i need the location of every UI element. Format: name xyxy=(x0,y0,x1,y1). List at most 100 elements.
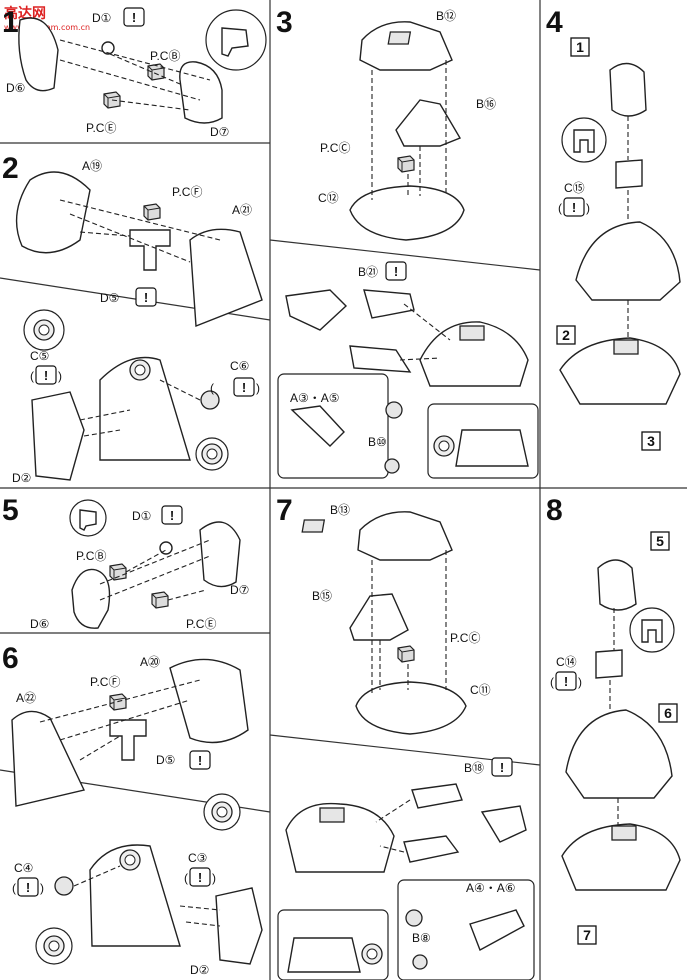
caution-icon xyxy=(161,505,183,525)
part-c11 xyxy=(355,681,467,735)
pc-c-part xyxy=(397,155,415,173)
label-b18: B⑱ xyxy=(464,761,484,775)
part-vernier xyxy=(349,345,412,373)
label-d7: D⑦ xyxy=(210,125,229,139)
svg-text:7: 7 xyxy=(583,927,591,943)
pc-f-part xyxy=(143,203,161,221)
label-d7: D⑦ xyxy=(230,583,249,597)
part-body-half xyxy=(99,356,191,461)
detail-callout xyxy=(480,805,527,843)
label-b16: B⑯ xyxy=(476,97,496,111)
step-1: 1 D① P.CⒷ D⑥ P.CⒺ D⑦ xyxy=(2,6,267,139)
pc-e-part xyxy=(151,591,169,609)
label-c12: C⑫ xyxy=(318,191,339,205)
svg-text:): ) xyxy=(578,675,582,689)
part-b16 xyxy=(395,99,462,147)
caution-icon xyxy=(189,867,211,887)
part-1 xyxy=(609,62,647,117)
step-number: 4 xyxy=(546,6,563,39)
step-5: 5 D① P.CⒷ D⑥ D⑦ P.CⒺ xyxy=(2,494,249,631)
box-ref-3 xyxy=(641,431,661,451)
label-a20: A⑳ xyxy=(140,655,160,669)
part-d5 xyxy=(109,719,147,761)
svg-text:2: 2 xyxy=(562,327,570,343)
label-c14: C⑭ xyxy=(556,655,577,669)
caution-icon xyxy=(135,287,157,307)
step-number: 7 xyxy=(276,494,293,527)
part-c15 xyxy=(615,159,643,189)
part-vernier xyxy=(403,835,460,863)
label-c4: C④ xyxy=(14,861,33,875)
label-a19: A⑲ xyxy=(82,159,102,173)
label-d1: D① xyxy=(92,11,111,25)
label-a4a6: A④・A⑥ xyxy=(466,881,516,895)
label-b8: B⑧ xyxy=(412,931,431,945)
step-7: 7 B⑬ B⑮ P.CⒸ C⑪ B⑱ A④・A⑥ B⑧ xyxy=(276,494,535,980)
part-d6 xyxy=(18,17,59,92)
pc-b-part xyxy=(109,563,127,581)
label-a22: A㉒ xyxy=(16,691,36,705)
svg-text:): ) xyxy=(58,369,62,383)
part-a22 xyxy=(11,710,86,807)
svg-text:): ) xyxy=(256,381,260,395)
label-pce: P.CⒺ xyxy=(186,617,216,631)
caution-icon xyxy=(35,365,57,385)
svg-text:3: 3 xyxy=(647,433,655,449)
caution-icon xyxy=(123,7,145,27)
step-number: 6 xyxy=(2,642,19,675)
svg-text:(: ( xyxy=(12,881,16,895)
label-pcc: P.CⒸ xyxy=(450,631,480,645)
pc-c-part xyxy=(397,645,415,663)
label-d2: D② xyxy=(190,963,209,977)
label-pcb: P.CⒷ xyxy=(150,49,180,63)
part-d5 xyxy=(129,229,171,271)
step-number: 2 xyxy=(2,152,19,185)
svg-text:): ) xyxy=(40,881,44,895)
step-6: 6 A⑳ P.CⒻ A㉒ D⑤ C④ ( ) C③ ( ) D② xyxy=(2,642,263,977)
part-a20 xyxy=(169,658,249,744)
label-c6: C⑥ xyxy=(230,359,249,373)
part-base xyxy=(559,337,681,405)
step-2: 2 A⑲ P.CⒻ A㉑ D⑤ C⑤ ( ) C⑥ ( ) D② xyxy=(2,152,263,485)
step-3: 3 B⑫ B⑯ P.CⒸ C⑫ B㉑ A③・A⑤ B⑩ xyxy=(276,6,539,479)
part-c12 xyxy=(349,185,465,241)
svg-text:(: ( xyxy=(30,369,34,383)
label-b21: B㉑ xyxy=(358,265,378,279)
label-d2: D② xyxy=(12,471,31,485)
part-head-assembly xyxy=(419,321,529,387)
caution-icon xyxy=(189,750,211,770)
part-b18 xyxy=(411,783,463,809)
part-d2 xyxy=(31,391,85,481)
label-d6: D⑥ xyxy=(6,81,25,95)
part-b13 xyxy=(357,511,453,561)
part-body-half xyxy=(89,844,181,947)
caution-icon xyxy=(385,261,407,281)
label-b10: B⑩ xyxy=(368,435,387,449)
label-pcf: P.CⒻ xyxy=(172,185,202,199)
watermark-logo: 高达网 xyxy=(4,5,46,22)
part-5 xyxy=(597,559,637,611)
svg-text:(: ( xyxy=(210,381,214,395)
part-d7 xyxy=(179,61,223,124)
svg-text:(: ( xyxy=(184,871,188,885)
step-number: 8 xyxy=(546,494,563,527)
label-d1: D① xyxy=(132,509,151,523)
step-8: 8 5 C⑭ ( ) 6 7 xyxy=(546,494,681,945)
caution-icon xyxy=(233,377,255,397)
step-number: 5 xyxy=(2,494,19,527)
box-ref-2 xyxy=(556,325,576,345)
part-b12 xyxy=(359,21,453,71)
pc-b-part xyxy=(147,63,165,81)
part-base xyxy=(561,823,681,891)
label-a3a5: A③・A⑤ xyxy=(290,391,340,405)
part-c6 xyxy=(200,390,220,410)
label-b12: B⑫ xyxy=(436,9,456,23)
svg-text:(: ( xyxy=(558,201,562,215)
part-d7 xyxy=(199,521,241,588)
part-torso xyxy=(565,709,673,799)
caution-icon xyxy=(555,671,577,691)
svg-text:1: 1 xyxy=(576,39,584,55)
label-c15: C⑮ xyxy=(564,181,585,195)
